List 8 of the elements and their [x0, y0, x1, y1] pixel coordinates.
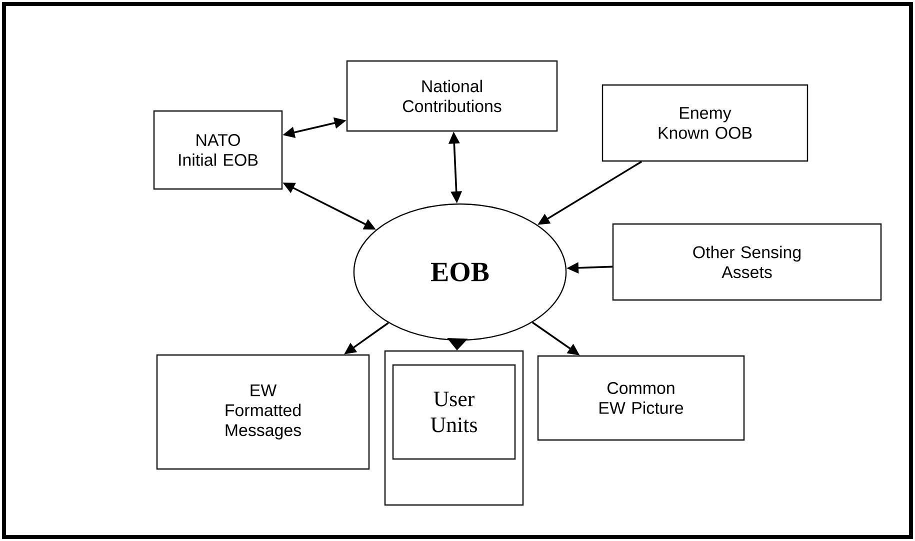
process-box: Other Sensing Assets [612, 223, 882, 301]
outer-frame-box [384, 350, 524, 506]
process-box: Common EW Picture [537, 355, 745, 441]
process-box: National Contributions [346, 60, 558, 132]
process-box: EW Formatted Messages [156, 354, 370, 470]
process-box: NATO Initial EOB [153, 110, 283, 190]
process-box: User Units [392, 364, 516, 460]
process-box: Enemy Known OOB [602, 84, 808, 162]
